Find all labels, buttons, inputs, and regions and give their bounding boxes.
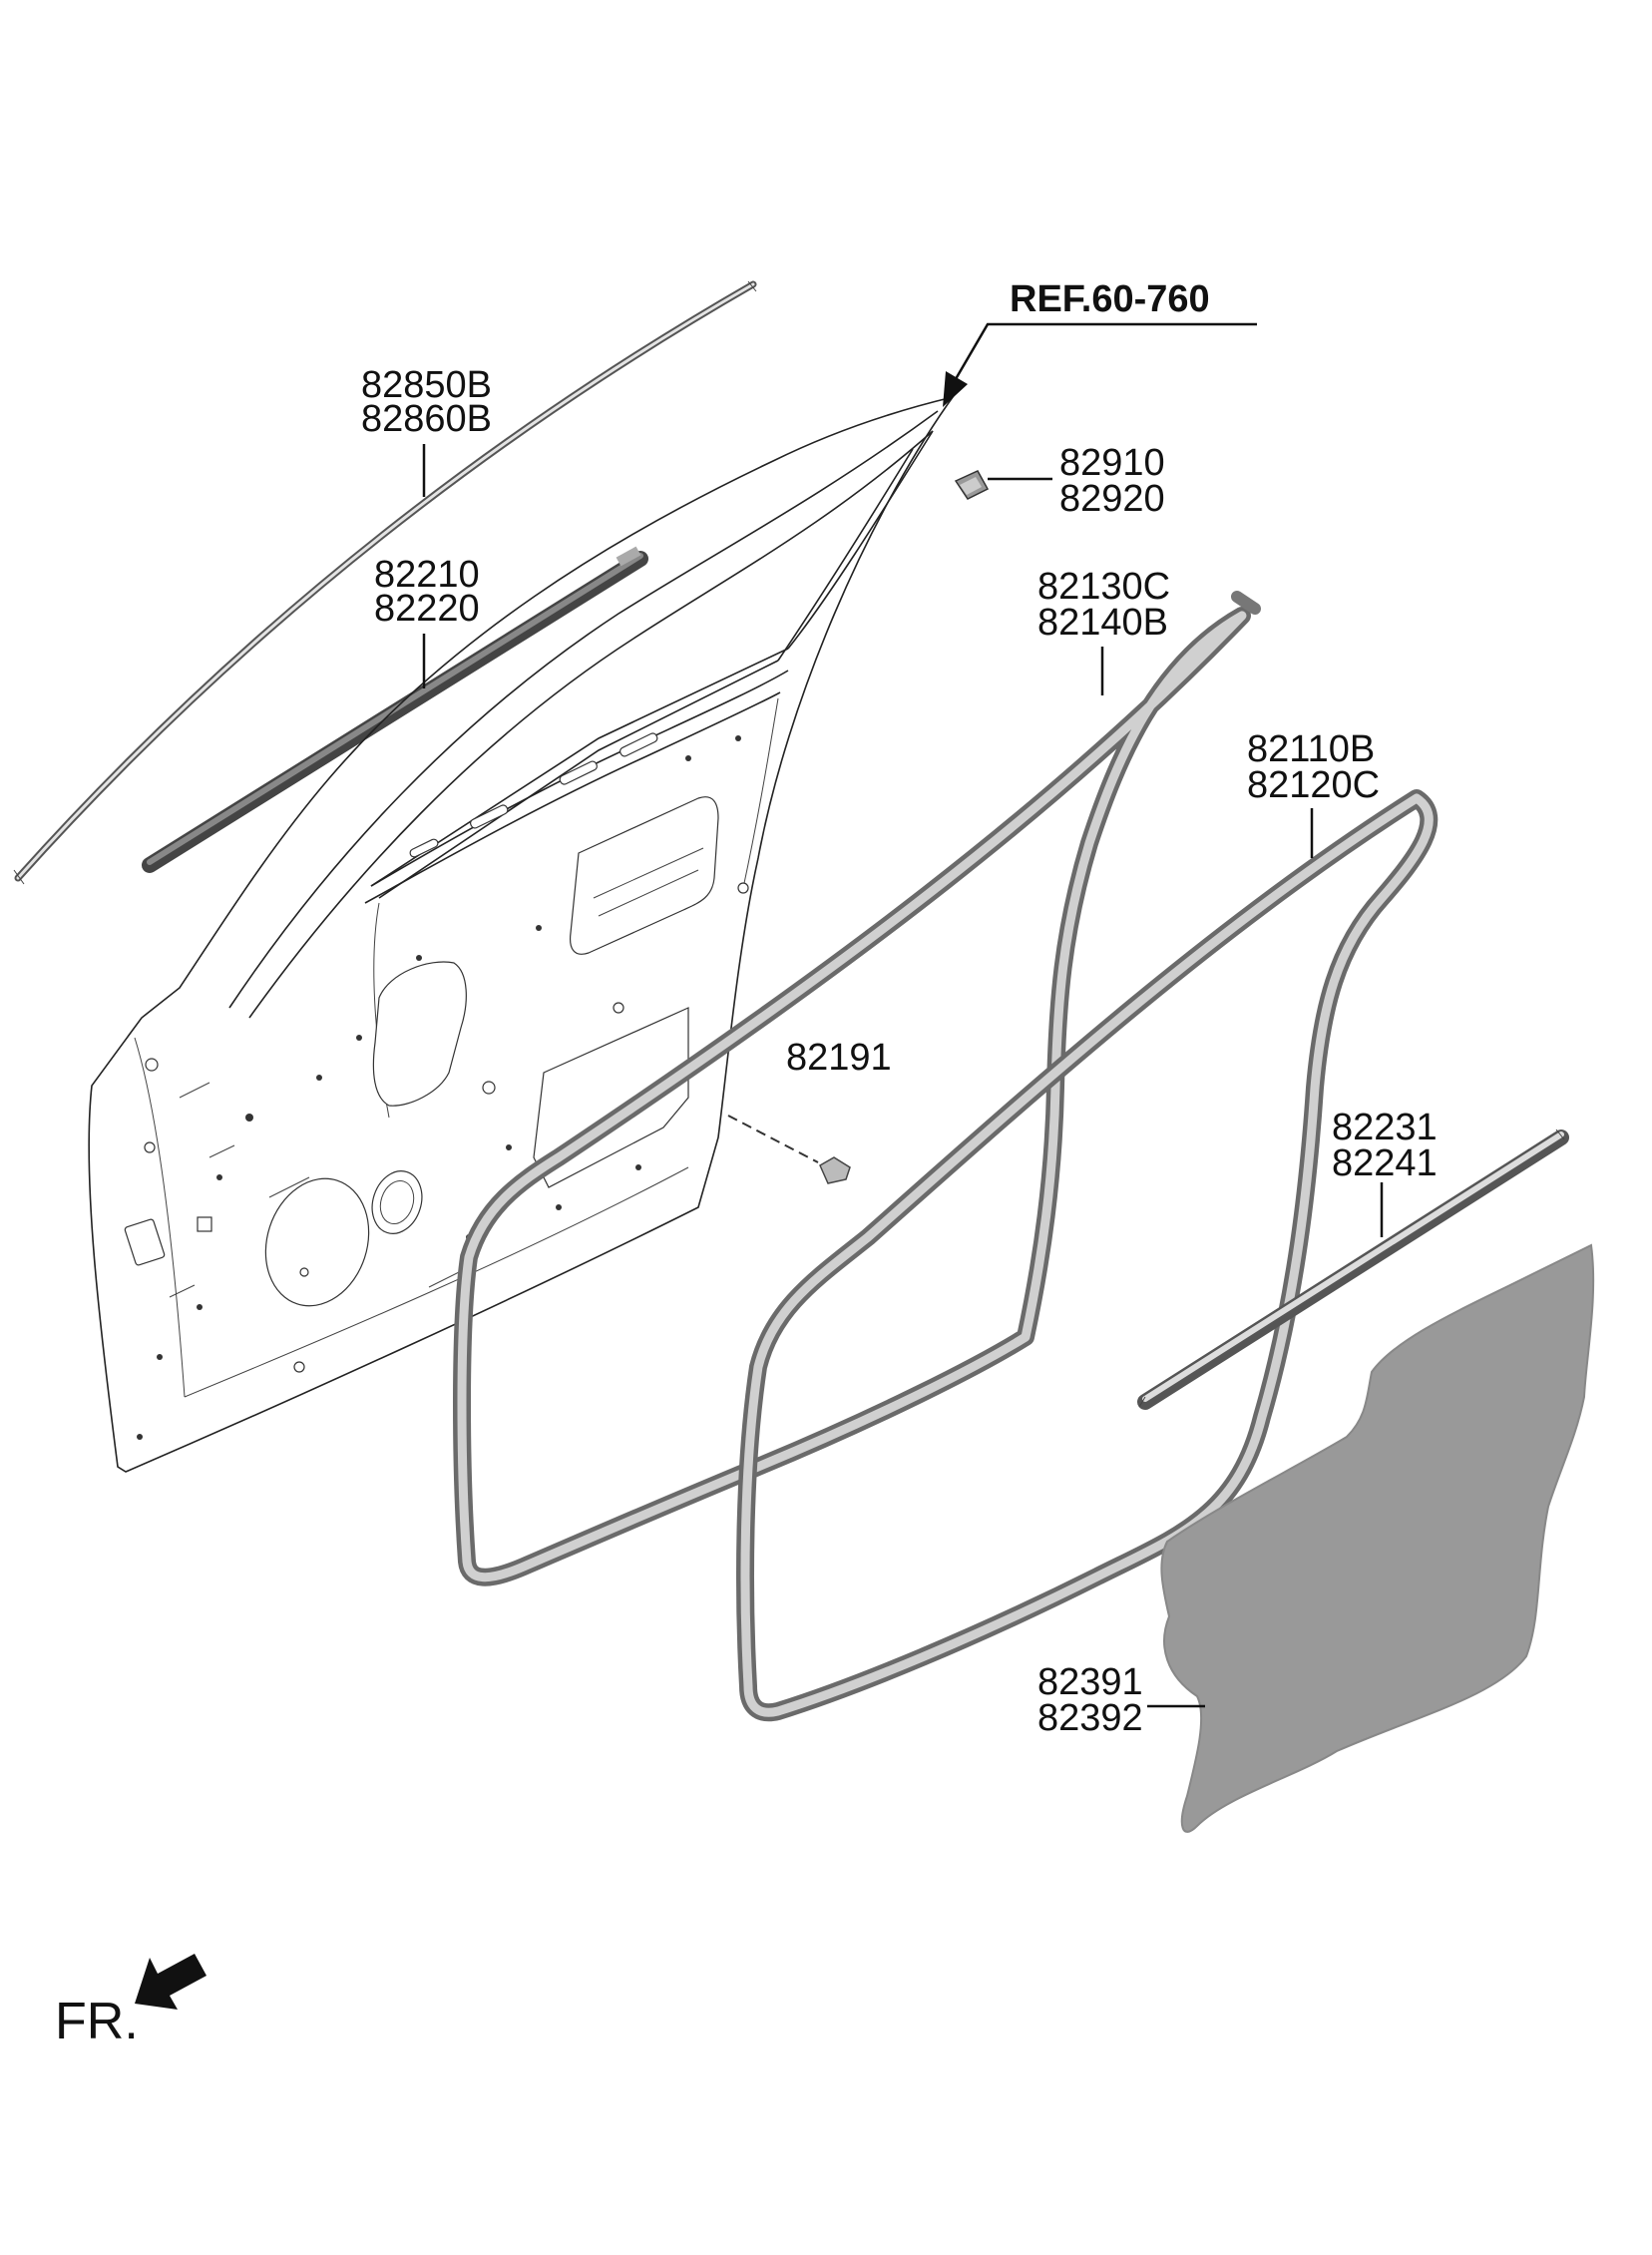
label-82120c: 82120C xyxy=(1247,764,1380,806)
label-82850b: 82850B xyxy=(361,364,492,406)
label-fr: FR. xyxy=(55,1993,139,2050)
label-82860b: 82860B xyxy=(361,398,492,440)
roof-moulding xyxy=(13,280,757,885)
label-82920: 82920 xyxy=(1059,478,1165,520)
label-82220: 82220 xyxy=(374,588,480,630)
door-frame-weatherstrip xyxy=(453,591,1261,1586)
label-82391: 82391 xyxy=(1037,1661,1143,1703)
label-82210: 82210 xyxy=(374,554,480,596)
label-ref: REF.60-760 xyxy=(1010,278,1210,320)
door-panel xyxy=(88,395,955,1473)
label-82140b: 82140B xyxy=(1037,602,1168,644)
label-82392: 82392 xyxy=(1037,1697,1143,1739)
label-82910: 82910 xyxy=(1059,442,1165,484)
inner-belt-weatherstrip xyxy=(1137,1128,1569,1410)
sealing-film xyxy=(1160,1243,1595,1833)
arrow-down-left-icon xyxy=(135,1954,206,2010)
label-82110b: 82110B xyxy=(1247,728,1375,770)
ref-leader xyxy=(943,322,1257,407)
label-82130c: 82130C xyxy=(1037,566,1170,608)
body-side-weatherstrip xyxy=(736,789,1439,1722)
front-direction-marker: FR. xyxy=(55,1954,206,2050)
label-82231: 82231 xyxy=(1332,1107,1438,1148)
label-82191: 82191 xyxy=(786,1037,892,1079)
label-82241: 82241 xyxy=(1332,1142,1438,1184)
bracket-82910 xyxy=(954,470,990,500)
clip-82191 xyxy=(727,1115,851,1184)
